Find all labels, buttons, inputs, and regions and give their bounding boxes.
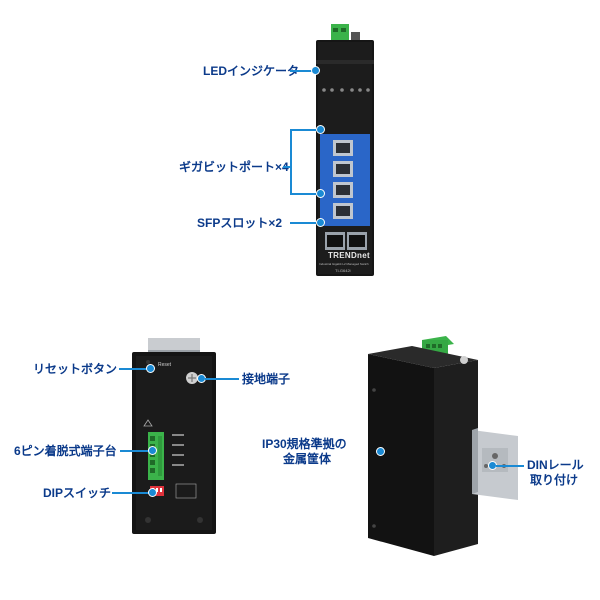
bracket-bottom-arm [290,193,318,195]
bracket-top-arm [290,129,318,131]
callout-dot-port-top [316,125,325,134]
callout-dot-port-bottom [316,189,325,198]
callout-enclosure-line1: IP30規格準拠の [262,437,347,451]
callout-dot-reset [146,364,155,373]
callout-dot-terminal [148,446,157,455]
callout-dot-dip [148,488,157,497]
callout-din-rail-line2: 取り付け [530,473,579,487]
callout-enclosure-line2: 金属筐体 [283,452,332,466]
side-view-device [360,330,530,560]
callout-dot-sfp [316,218,325,227]
callout-led-indicator: LEDインジケータ [203,64,300,78]
leader-line-terminal [120,450,150,452]
callout-dip-switch: DIPスイッチ [43,486,112,500]
leader-line-sfp [290,222,316,224]
bracket-vertical [290,129,292,195]
callout-reset-button: リセットボタン [33,362,118,376]
leader-line-ground [205,378,239,380]
front-switch-device: TRENDnet Industrial Gigabit L2 Managed S… [300,20,390,284]
callout-sfp-slots: SFPスロット×2 [197,216,283,230]
callout-ground-terminal: 接地端子 [242,372,291,386]
callout-dot-enclosure [376,447,385,456]
bracket-connector [283,166,291,168]
brand-logo: TRENDnet [328,251,370,260]
device-description: Industrial Gigabit L2 Managed Switch [319,262,369,266]
callout-dot-led [311,66,320,75]
leader-line-din-rail [496,465,524,467]
leader-line-led [290,70,312,72]
leader-line-reset [119,368,149,370]
reset-text: Reset [158,362,172,368]
device-model: TI-G642i [335,268,351,273]
leader-line-dip [112,492,150,494]
callout-terminal-block: 6ピン着脱式端子台 [14,444,117,458]
callout-din-rail-line1: DINレール [527,458,584,472]
callout-gigabit-ports: ギガビットポート×4 [179,160,289,174]
